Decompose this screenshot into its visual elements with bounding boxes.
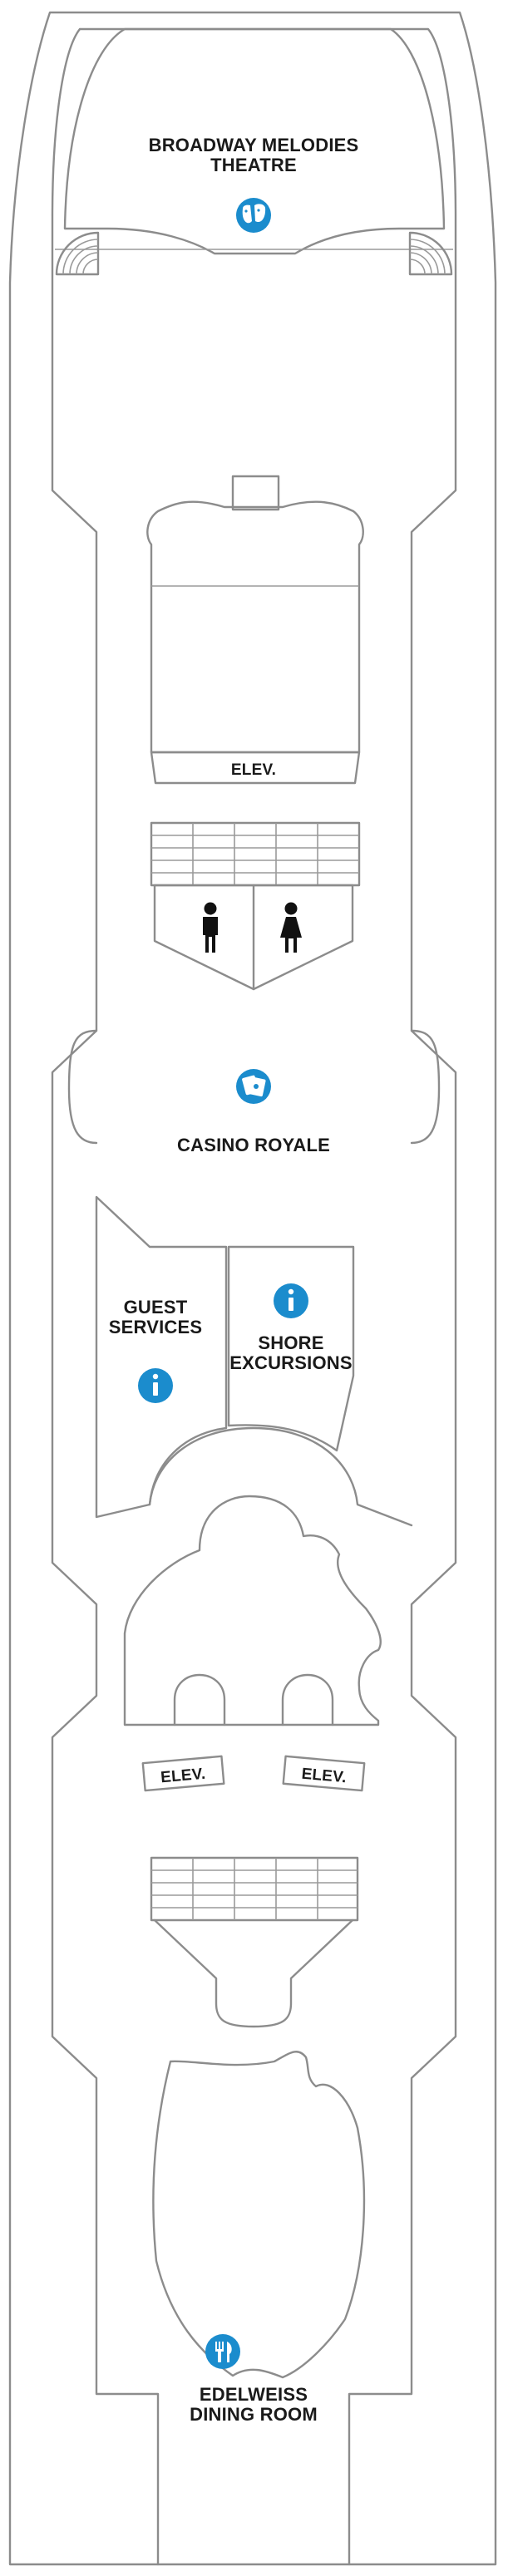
shore-excursions-info-icon[interactable] — [274, 1283, 308, 1318]
shore-excursions-label-line2: EXCURSIONS — [229, 1352, 352, 1373]
aft-stair-landing — [153, 1918, 354, 2028]
aft-elevator-left[interactable]: ELEV. — [141, 1755, 225, 1792]
theatre-label-line2: THEATRE — [210, 155, 297, 175]
aft-elevator-right[interactable]: ELEV. — [282, 1755, 366, 1792]
forward-elevator-label: ELEV. — [231, 761, 276, 779]
aft-elevator-left-label: ELEV. — [160, 1766, 206, 1787]
theatre-area: BROADWAY MELODIES THEATRE — [55, 27, 453, 276]
dining-area: EDELWEISS DINING ROOM — [152, 2051, 366, 2425]
forward-stairs-restrooms — [150, 821, 361, 991]
restrooms-block[interactable] — [153, 884, 354, 991]
theatre-label-line1: BROADWAY MELODIES — [149, 135, 359, 155]
playing-cards-icon[interactable] — [236, 1069, 271, 1104]
aft-staircase[interactable] — [150, 1856, 359, 1922]
aft-atrium-area: ELEV. ELEV. — [123, 1426, 413, 1792]
casino-label: CASINO ROYALE — [177, 1135, 330, 1155]
forward-staircase[interactable] — [150, 821, 361, 887]
guest-services-info-icon[interactable] — [138, 1368, 173, 1403]
services-area: GUEST SERVICES SHORE EXCURSIONS — [95, 1195, 355, 1519]
atrium-elevator-block[interactable] — [123, 1495, 382, 1726]
theatre-left-staircase — [55, 231, 100, 276]
forward-elevator-label-box — [150, 751, 361, 785]
women-restroom-icon — [280, 902, 302, 953]
forward-elevator-area: ELEV. — [146, 475, 364, 785]
theatre-right-staircase — [408, 231, 453, 276]
aft-elevator-right-label: ELEV. — [301, 1766, 348, 1787]
ship-hull-outline — [8, 11, 497, 2566]
dining-label-line1: EDELWEISS — [200, 2384, 308, 2405]
forward-vent-box — [231, 475, 280, 511]
dining-label-line2: DINING ROOM — [190, 2404, 318, 2425]
forward-stair-treads — [151, 823, 359, 885]
aft-stair-treads — [151, 1858, 358, 1920]
atrium-arch — [148, 1426, 413, 1527]
guest-services-label-line1: GUEST — [124, 1297, 188, 1318]
casino-area: CASINO ROYALE — [67, 1029, 441, 1155]
elevator-bay-left — [173, 1673, 226, 1726]
men-restroom-icon — [203, 902, 218, 953]
theatre-outline[interactable] — [63, 27, 446, 255]
casino-left-bulge — [67, 1029, 98, 1145]
aft-stairs-area — [150, 1856, 359, 2028]
elevator-bay-right — [281, 1673, 334, 1726]
shore-excursions-label-line1: SHORE — [258, 1332, 323, 1353]
fork-knife-icon[interactable] — [205, 2334, 240, 2369]
casino-right-bulge — [410, 1029, 441, 1145]
guest-services-label-line2: SERVICES — [109, 1317, 202, 1337]
dining-room-outline[interactable] — [152, 2051, 366, 2379]
theatre-masks-icon[interactable] — [236, 198, 271, 233]
inner-deck-outline — [51, 27, 457, 2566]
forward-elevator-block[interactable] — [146, 500, 364, 754]
shore-excursions-room[interactable] — [227, 1245, 355, 1452]
